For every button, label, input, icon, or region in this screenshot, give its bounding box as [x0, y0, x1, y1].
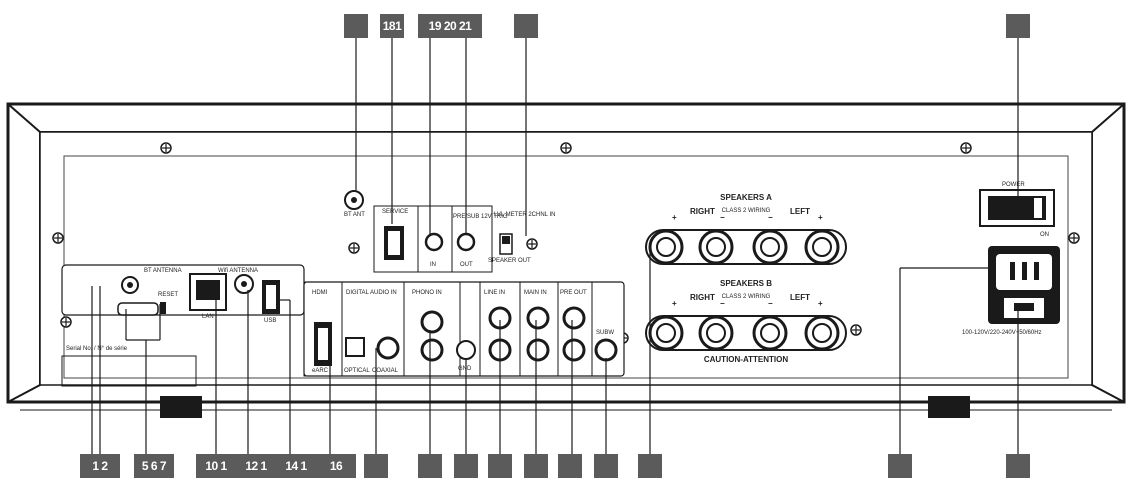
callout-bottom-3: 10 1 — [196, 454, 236, 478]
b-minus-1: − — [720, 299, 725, 308]
callout-bottom-5: 14 1 — [276, 454, 316, 478]
speakers-a-right-label: RIGHT — [690, 207, 715, 216]
preamp-in-label: IN — [430, 262, 436, 268]
callout-top-5 — [1006, 14, 1030, 38]
serial-label: Serial No. / N° de série — [66, 346, 128, 352]
pre-out-r — [562, 338, 586, 362]
line-in-label: LINE IN — [484, 290, 506, 296]
speaker-out-label: SPEAKER OUT — [488, 258, 531, 264]
speakers-b-left-label: LEFT — [790, 293, 810, 302]
callout-bottom-1: 1 2 — [80, 454, 120, 478]
phono-label: PHONO IN — [412, 290, 442, 296]
b-plus-2: + — [818, 299, 823, 308]
pre-out-l — [562, 306, 586, 330]
service-label: SERVICE — [382, 209, 409, 215]
serial-label-box — [61, 355, 197, 387]
callout-top-4 — [514, 14, 538, 38]
callout-top-2: 181 — [380, 14, 404, 38]
callout-bottom-15 — [888, 454, 912, 478]
hdmi-label: HDMI — [312, 290, 328, 296]
trigger-in-jack — [424, 232, 444, 252]
caution-label: CAUTION-ATTENTION — [703, 355, 789, 364]
class2-b-label: CLASS 2 WIRING — [721, 294, 771, 300]
speakers-a-bar — [645, 229, 847, 265]
preamp-trigger-label: PRE/SUB 12V TRIG — [453, 214, 508, 220]
earc-label: eARC — [312, 368, 329, 374]
wifi-antenna-label: Wifi ANTENNA — [218, 268, 259, 274]
phono-group — [403, 281, 461, 377]
foot-left — [160, 396, 202, 418]
callout-bottom-11 — [524, 454, 548, 478]
subwoofer-jack — [594, 338, 618, 362]
callout-bottom-14 — [638, 454, 662, 478]
main-in-l — [526, 306, 550, 330]
callout-bottom-12 — [558, 454, 582, 478]
speakers-b-bar — [645, 315, 847, 351]
speakers-b-right-label: RIGHT — [690, 293, 715, 302]
subw-label: SUBW — [596, 330, 614, 336]
lan-label: LAN — [202, 314, 214, 320]
phono-r-jack — [420, 338, 444, 362]
class2-a-label: CLASS 2 WIRING — [721, 208, 771, 214]
bt-antenna-label: BT ANTENNA — [144, 268, 182, 274]
usb-c-port — [117, 302, 159, 316]
speakers-a-left-label: LEFT — [790, 207, 810, 216]
power-label: POWER — [1002, 182, 1025, 188]
a-plus-1: + — [672, 213, 677, 222]
trigger-out-jack — [456, 232, 476, 252]
foot-right — [928, 396, 970, 418]
callout-bottom-10 — [488, 454, 512, 478]
a-minus-1: − — [720, 213, 725, 222]
callout-bottom-8 — [418, 454, 442, 478]
reset-button — [160, 302, 166, 314]
coaxial-jack — [376, 336, 400, 360]
callout-bottom-6: 16 — [316, 454, 356, 478]
meter-label: LVL METER 2CHNL IN — [494, 212, 556, 218]
a-minus-2: − — [768, 213, 773, 222]
callout-top-3: 19 20 21 — [418, 14, 482, 38]
pre-out-group — [557, 281, 593, 377]
on-label: ON — [1040, 232, 1049, 238]
main-in-r — [526, 338, 550, 362]
leader-lines — [91, 38, 1019, 454]
callout-bottom-7 — [364, 454, 388, 478]
callout-bottom-4: 12 1 — [236, 454, 276, 478]
reset-label: RESET — [158, 292, 179, 298]
usb-label: USB — [264, 318, 277, 324]
digital-audio-label: DIGITAL AUDIO IN — [346, 290, 397, 296]
optical-label: OPTICAL — [344, 368, 370, 374]
a-plus-2: + — [818, 213, 823, 222]
callout-bottom-13 — [594, 454, 618, 478]
voltage-label: 100-120V/220-240V~50/60Hz — [962, 330, 1042, 336]
speakers-a-label: SPEAKERS A — [720, 193, 772, 202]
gnd-post — [456, 340, 476, 360]
preamp-out-label: OUT — [460, 262, 473, 268]
callout-bottom-9 — [454, 454, 478, 478]
callout-bottom-2: 5 6 7 — [134, 454, 174, 478]
coaxial-label: COAXIAL — [372, 368, 399, 374]
pre-out-label: PRE OUT — [560, 290, 587, 296]
b-minus-2: − — [768, 299, 773, 308]
callout-bottom-16 — [1006, 454, 1030, 478]
phono-l-jack — [420, 310, 444, 334]
callout-top-1 — [344, 14, 368, 38]
optical-port — [345, 337, 365, 357]
speakers-b-label: SPEAKERS B — [719, 279, 773, 288]
main-in-label: MAIN IN — [524, 290, 547, 296]
b-plus-1: + — [672, 299, 677, 308]
bt-ant-label: BT ANT — [344, 212, 365, 218]
gnd-label: GND — [458, 366, 472, 372]
